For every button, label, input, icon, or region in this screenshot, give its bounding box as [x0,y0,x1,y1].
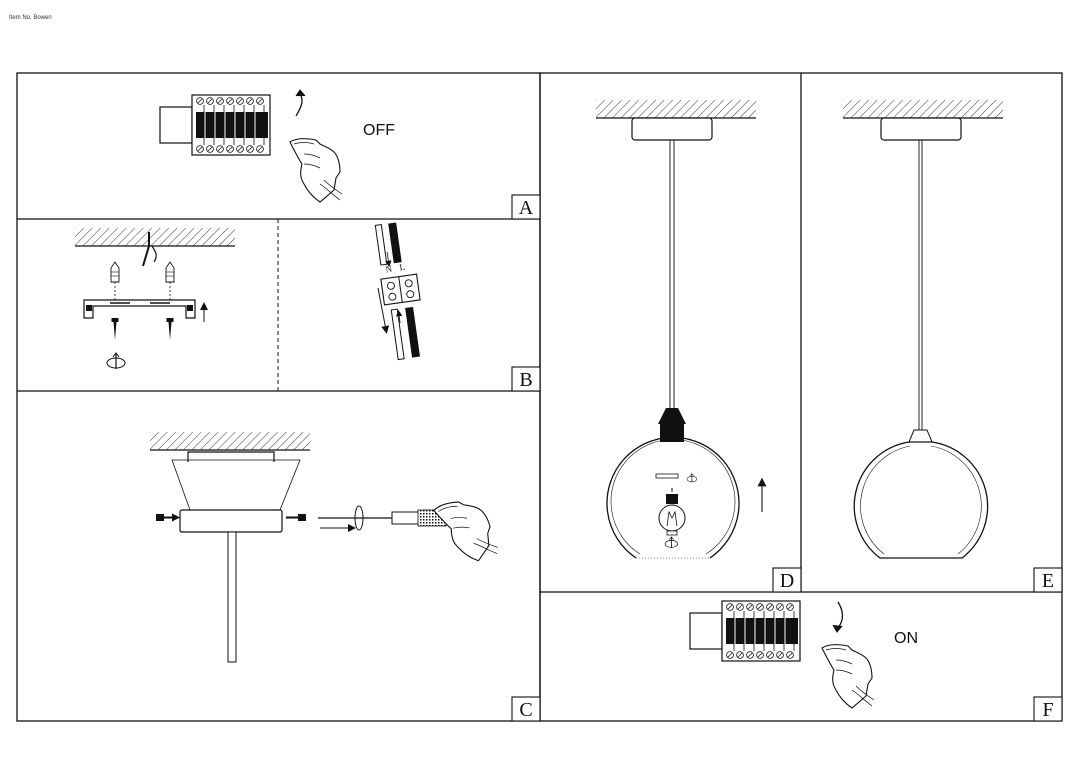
hand-icon [821,644,875,709]
off-label: OFF [363,122,395,139]
panel-d [595,99,767,559]
letter-box-e [1033,567,1063,593]
letter-box-c [511,696,541,722]
terminal-block-icon: N L [374,222,421,361]
ceiling-icon [149,431,311,451]
letter-box-b [511,366,541,392]
ceiling-icon [74,227,236,247]
down-arrow-icon [837,601,844,629]
item-number: Item No. Bowen [9,15,52,21]
panel-letter-d: D [780,570,794,592]
glass-globe-icon [606,436,740,559]
screw-icon [111,318,119,340]
circuit-breaker-icon [689,600,801,662]
mounting-bracket-icon [83,299,196,319]
live-label: L [399,262,406,273]
wall-plug-icon [110,261,120,283]
screwdriver-icon [318,505,447,532]
down-arrow-icon [377,287,390,334]
panel-c [149,431,501,663]
canopy-icon [179,509,283,533]
glass-globe-icon [853,441,989,559]
panel-letter-a: A [519,197,534,219]
canopy-icon [631,117,713,141]
panel-e [842,99,1004,559]
circuit-breaker-icon [159,94,271,156]
panel-letter-e: E [1042,570,1054,592]
lamp-socket-icon [908,429,933,443]
hand-icon [289,138,343,203]
panel-letter-f: F [1042,699,1053,721]
screw-icon [286,514,306,521]
letter-box-f [1033,696,1063,722]
neutral-label: N [385,263,393,274]
mounting-bracket-icon [187,451,275,462]
letter-box-d [772,567,802,593]
up-arrow-icon [295,93,303,117]
ceiling-icon [595,99,757,119]
screw-icon [166,318,174,340]
screw-icon [156,513,180,522]
panel-letter-b: B [519,369,532,391]
bulb-icon [658,494,686,536]
wall-plug-icon [165,261,175,283]
rotate-icon [664,536,679,549]
suspension-cable [227,531,237,663]
supply-cable [142,232,150,267]
panel-letter-c: C [519,699,532,721]
on-label: ON [894,630,918,647]
letter-box-a [511,194,541,220]
hand-icon [432,493,501,570]
panel-frames [16,72,1063,722]
panel-b: N L [74,222,421,370]
ceiling-icon [842,99,1004,119]
panel-a: OFF [159,89,395,203]
rotate-icon [106,352,126,370]
panel-f: ON [689,600,918,709]
canopy-icon [880,117,962,141]
canopy-outline [171,459,301,511]
